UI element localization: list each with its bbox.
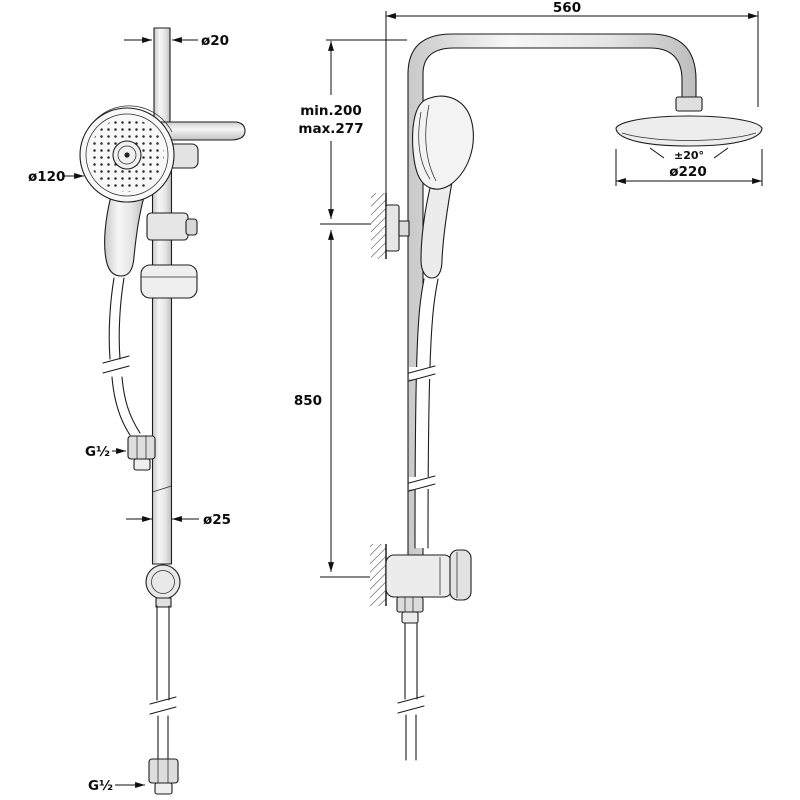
front-view: ø20 ø120 G½ ø25 G½ [28,27,246,795]
front-pipe-joint-line [152,485,172,493]
dim-thread-mid: G½ [85,444,126,460]
dim-thread-mid-label: G½ [85,444,110,460]
dim-thread-bottom: G½ [88,778,145,794]
side-hose-bottom [397,622,425,761]
side-view: ±20° ø220 560 min.200 max.277 850 [294,0,763,761]
dim-pipe-label: ø25 [203,512,231,528]
side-overhead-head [615,115,763,147]
side-hose [408,278,439,549]
side-outlet-tail [401,611,419,624]
dim-pipe-diameter: ø25 [126,512,231,528]
side-hand-shower-handle [420,181,453,279]
wall-hatch-lower [370,544,386,606]
dim-head-label: ø220 [669,164,706,180]
dim-hand-diameter: ø120 [28,169,84,185]
front-hand-shower-handle [104,195,145,277]
front-hose-upper [102,277,141,436]
dim-width-560: 560 [385,0,759,193]
dim-width-label: 560 [553,0,581,16]
side-riser-and-arm [407,33,697,557]
dim-hand-label: ø120 [28,169,65,185]
dim-height-label: 850 [294,393,322,409]
hand-shower-inner-ring [85,113,169,197]
front-hose-fitting-bottom [148,758,179,795]
front-diverter-knob [145,564,181,600]
front-wall-bracket [140,264,198,299]
side-head-rim-line [621,132,757,141]
dim-wall-min-label: min.200 [300,103,362,119]
dim-thread-bottom-label: G½ [88,778,113,794]
front-slider-clamp [146,212,198,241]
front-riser-pipe [151,139,173,565]
dim-top-pipe-diameter: ø20 [124,33,229,49]
dim-top-pipe-label: ø20 [201,33,229,49]
bracket-body-lower [385,554,453,598]
front-hand-shower [79,107,175,203]
side-diverter-knob [449,549,472,601]
side-hand-shower [411,95,474,279]
hand-shower-center-dot [124,152,130,158]
dim-tilt: ±20° [649,147,729,162]
side-hand-shower-head [411,95,474,190]
front-hose-fitting-mid [127,435,156,471]
dim-wall-range: min.200 max.277 [298,39,407,225]
dim-height-850: 850 [294,230,372,578]
hand-shower-center-detail [117,145,137,165]
front-knob-neck [155,597,172,608]
dim-wall-max-label: max.277 [298,121,363,137]
dim-head-diameter: ø220 [615,149,763,186]
side-bottom-bracket [370,544,472,624]
front-diverter-knob-detail [151,570,175,594]
bracket-arm-upper [398,220,410,237]
side-outlet-nut [396,596,424,613]
wall-hatch-upper [371,193,386,259]
front-hose-lower [149,605,177,760]
side-wall-bracket-upper [371,193,410,259]
dim-tilt-label: ±20° [674,149,704,162]
bracket-flange-upper [385,204,400,252]
side-head-connector [675,96,703,112]
